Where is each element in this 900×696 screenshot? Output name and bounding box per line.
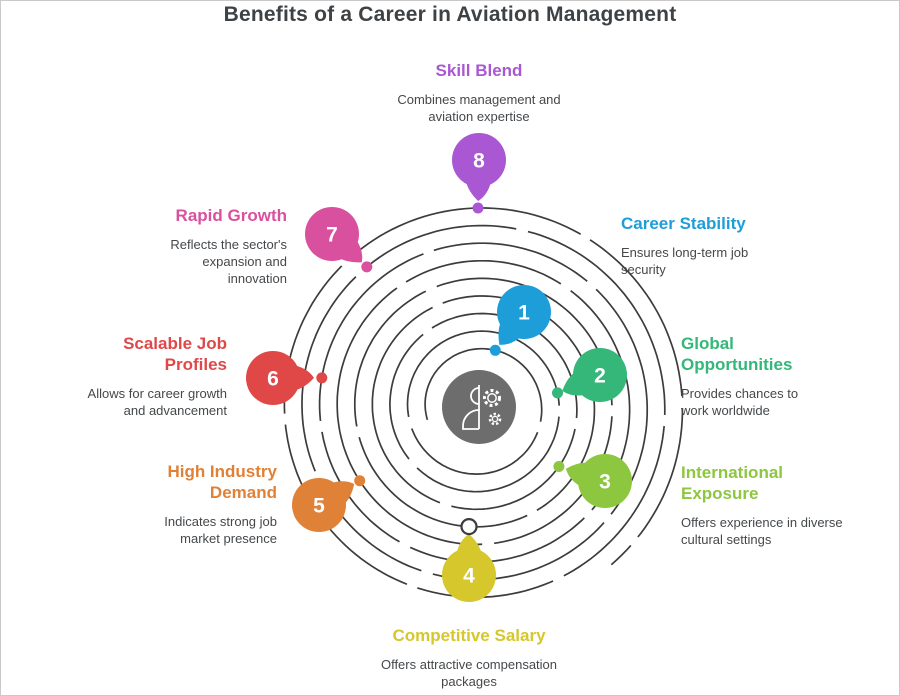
balloon-7: 7	[305, 207, 363, 263]
balloon-number: 1	[518, 302, 530, 325]
spiral-open-marker	[460, 517, 478, 536]
item-skill-blend: Skill Blend Combines management and avia…	[391, 60, 567, 125]
item-title: Global Opportunities	[681, 334, 793, 374]
balloon-3: 3	[565, 454, 632, 508]
item-competitive-salary: Competitive Salary Offers attractive com…	[364, 625, 574, 690]
item-title: Scalable Job Profiles	[123, 334, 227, 374]
balloon-8: 8	[452, 133, 506, 201]
item-description: Reflects the sector's expansion and inno…	[170, 237, 287, 286]
spiral-dot-7	[361, 261, 373, 273]
item-title: Competitive Salary	[392, 626, 546, 645]
item-title: Skill Blend	[435, 61, 523, 80]
item-description: Allows for career growth and advancement	[87, 386, 227, 418]
balloon-number: 6	[267, 368, 279, 391]
spiral-dot-3	[553, 461, 565, 472]
item-title: International Exposure	[681, 463, 784, 503]
balloon-5: 5	[292, 478, 355, 532]
item-global-opportunities: Global Opportunities Provides chances to…	[681, 333, 821, 419]
balloon-number: 3	[599, 471, 611, 494]
item-description: Indicates strong job market presence	[164, 514, 277, 546]
balloon-number: 7	[326, 224, 338, 247]
item-rapid-growth: Rapid Growth Reflects the sector's expan…	[147, 205, 287, 287]
spiral-dot-2	[552, 387, 563, 399]
item-international-exposure: International Exposure Offers experience…	[681, 462, 853, 548]
item-title: High Industry Demand	[167, 462, 277, 502]
item-description: Combines management and aviation experti…	[397, 92, 561, 124]
balloon-4: 4	[442, 534, 496, 602]
item-description: Provides chances to work worldwide	[681, 386, 799, 418]
balloon-number: 5	[313, 495, 325, 518]
spiral-dot-8	[472, 202, 484, 214]
item-description: Offers attractive compensation packages	[380, 657, 558, 689]
spiral-dot-6	[316, 372, 328, 384]
spiral-dot-1	[489, 344, 501, 356]
spiral-path	[283, 207, 684, 599]
balloon-2: 2	[562, 348, 627, 402]
item-scalable-job-profiles: Scalable Job Profiles Allows for career …	[69, 333, 227, 419]
center-hub	[442, 370, 516, 444]
spiral-dot-5	[354, 475, 366, 487]
item-high-industry-demand: High Industry Demand Indicates strong jo…	[137, 461, 277, 547]
item-description: Offers experience in diverse cultural se…	[681, 515, 843, 547]
balloon-1: 1	[497, 285, 551, 345]
balloon-number: 8	[473, 150, 485, 173]
page-title: Benefits of a Career in Aviation Managem…	[223, 3, 677, 26]
item-description: Ensures long-term job security	[621, 245, 749, 277]
balloon-6: 6	[246, 351, 314, 405]
person-gears-icon	[462, 385, 502, 430]
balloon-number: 2	[594, 365, 606, 388]
item-title: Career Stability	[621, 214, 746, 233]
balloon-number: 4	[463, 565, 475, 588]
item-career-stability: Career Stability Ensures long-term job s…	[621, 213, 786, 278]
item-title: Rapid Growth	[175, 206, 287, 225]
